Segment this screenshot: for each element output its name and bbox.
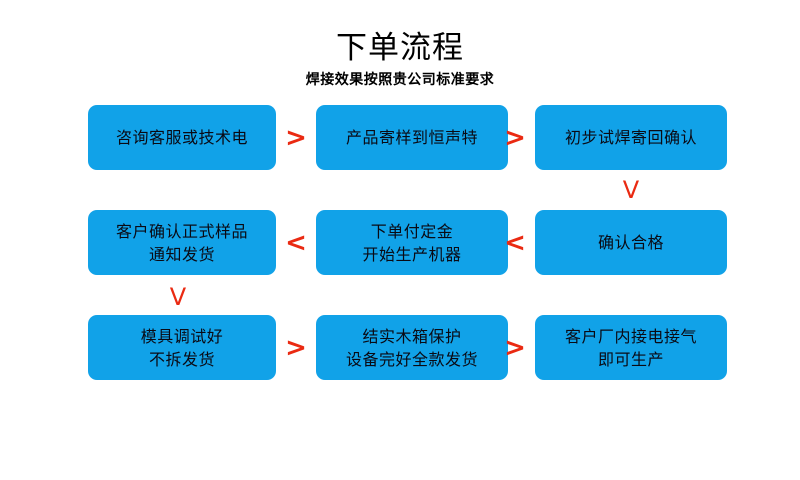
- flow-node-label: 下单付定金: [370, 221, 454, 241]
- arrow-right-icon-r1c2-r1c3: >: [504, 122, 526, 153]
- flow-node-r3c3[interactable]: 客户厂内接电接气 即可生产: [535, 315, 727, 380]
- flow-node-label: 确认合格: [597, 233, 664, 252]
- flow-node-r2c2[interactable]: 下单付定金 开始生产机器: [316, 210, 508, 275]
- arrow-right-icon-r3c2-r3c3: >: [504, 332, 526, 363]
- flow-node-r1c1[interactable]: 咨询客服或技术电: [88, 105, 276, 170]
- flow-node-label: 初步试焊寄回确认: [564, 128, 697, 147]
- flow-row-1: 咨询客服或技术电 > 产品寄样到恒声特 > 初步试焊寄回确认: [0, 105, 800, 170]
- chart-header: 下单流程 焊接效果按照贵公司标准要求: [0, 28, 800, 90]
- arrow-down-icon-r2c1-r3c1: V: [169, 283, 187, 311]
- flow-row-2: 客户确认正式样品 通知发货 < 下单付定金 开始生产机器 < 确认合格: [0, 210, 800, 275]
- flow-node-label: 通知发货: [148, 244, 215, 264]
- flow-node-r1c2[interactable]: 产品寄样到恒声特: [316, 105, 508, 170]
- arrow-left-icon-r2c2-r2c1: <: [285, 227, 307, 258]
- arrow-down-icon-r1c3-r2c3: V: [622, 176, 640, 204]
- flow-node-label: 设备完好全款发货: [345, 349, 478, 369]
- page-title: 下单流程: [336, 30, 464, 66]
- flow-node-r3c2[interactable]: 结实木箱保护 设备完好全款发货: [316, 315, 508, 380]
- flow-node-label: 模具调试好: [140, 326, 224, 346]
- arrow-left-icon-r2c3-r2c2: <: [504, 227, 526, 258]
- flow-node-r1c3[interactable]: 初步试焊寄回确认: [535, 105, 727, 170]
- flow-node-label: 客户确认正式样品: [115, 221, 248, 241]
- flow-node-label: 结实木箱保护: [362, 326, 462, 346]
- arrow-right-icon-r1c1-r1c2: >: [285, 122, 307, 153]
- flow-grid: 咨询客服或技术电 > 产品寄样到恒声特 > 初步试焊寄回确认 客户确认正式样品 …: [0, 105, 800, 380]
- page-subtitle: 焊接效果按照贵公司标准要求: [305, 72, 495, 88]
- flow-node-r2c3[interactable]: 确认合格: [535, 210, 727, 275]
- flow-node-r3c1[interactable]: 模具调试好 不拆发货: [88, 315, 276, 380]
- flow-node-label: 不拆发货: [148, 349, 215, 369]
- flow-node-r2c1[interactable]: 客户确认正式样品 通知发货: [88, 210, 276, 275]
- flow-node-label: 客户厂内接电接气: [564, 326, 697, 346]
- flow-node-label: 即可生产: [597, 349, 664, 369]
- flow-row-3: 模具调试好 不拆发货 > 结实木箱保护 设备完好全款发货 > 客户厂内接电接气 …: [0, 315, 800, 380]
- flow-node-label: 产品寄样到恒声特: [345, 128, 478, 147]
- arrow-right-icon-r3c1-r3c2: >: [285, 332, 307, 363]
- flow-node-label: 开始生产机器: [362, 244, 462, 264]
- flow-node-label: 咨询客服或技术电: [115, 128, 248, 147]
